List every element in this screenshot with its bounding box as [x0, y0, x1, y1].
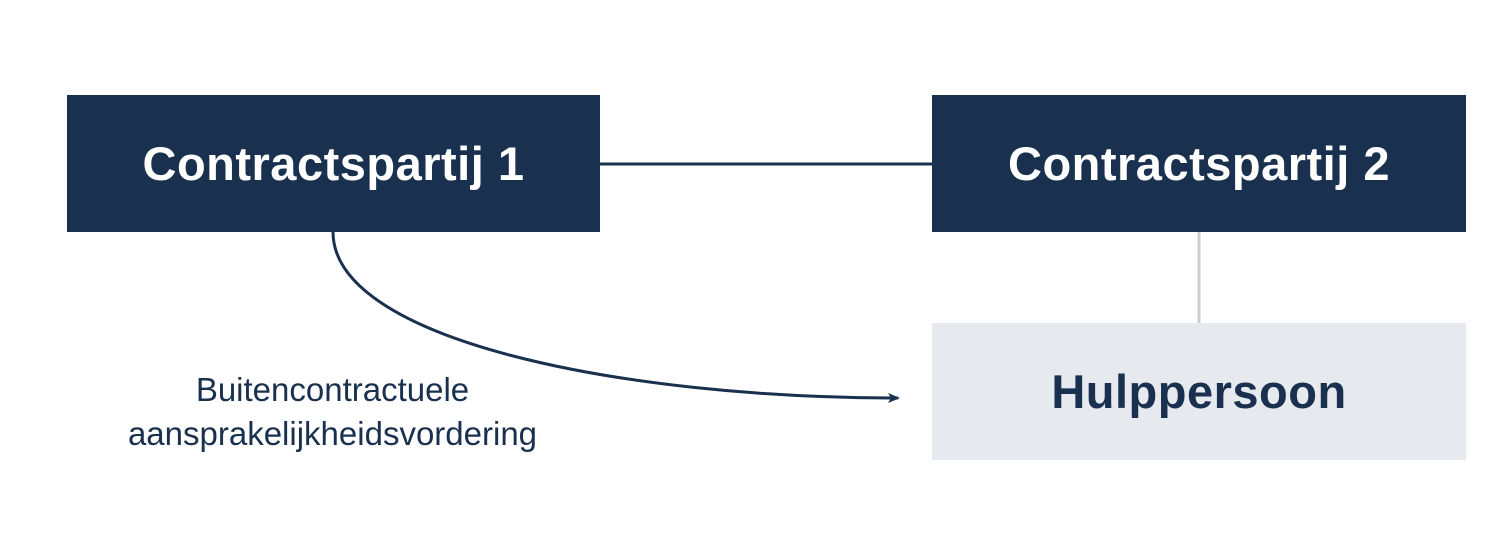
helper-person-label: Hulppersoon	[1051, 365, 1347, 418]
claim-label-line-2: aansprakelijkheidsvordering	[127, 415, 538, 452]
claim-label-line-1: Buitencontractuele	[195, 371, 470, 408]
claim-arrow	[331, 231, 900, 403]
contract-party-1-box: Contractspartij 1	[67, 95, 600, 232]
helper-person-box: Hulppersoon	[932, 323, 1466, 460]
claim-label: Buitencontractuele aansprakelijkheidsvor…	[80, 368, 585, 456]
contract-party-1-label: Contractspartij 1	[142, 137, 525, 190]
contract-party-2-box: Contractspartij 2	[932, 95, 1466, 232]
contract-party-2-label: Contractspartij 2	[1008, 137, 1390, 190]
